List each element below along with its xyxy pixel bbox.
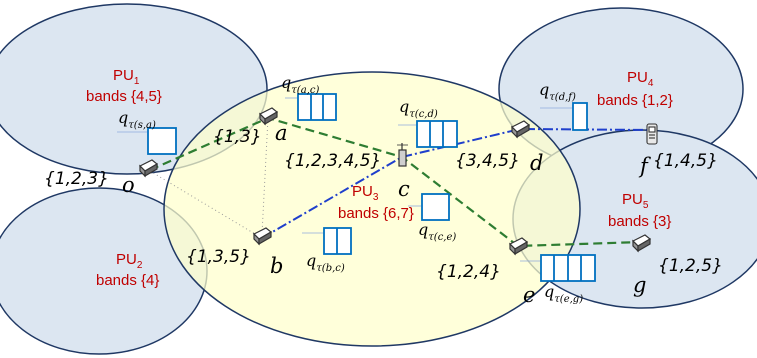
link-a-b — [261, 117, 269, 235]
pu5-label: PU5 bands {3} — [608, 191, 671, 230]
queue-ac-box — [285, 93, 337, 121]
queue-sa-label: qτ(s,a) — [118, 108, 156, 131]
svg-text:PU5: PU5 — [622, 191, 649, 211]
queue-cd-label: qτ(c,d) — [399, 97, 438, 120]
node-g-bands: {1,2,5} — [658, 256, 723, 276]
node-f-label: f — [638, 154, 651, 178]
pu2-label: PU2 bands {4} — [96, 251, 159, 289]
node-e-label: e — [523, 283, 535, 307]
queue-ac-label: qτ(a,c) — [281, 73, 319, 96]
node-g-label: g — [633, 273, 646, 297]
svg-text:PU3: PU3 — [352, 183, 379, 203]
pu4-label: PU4 bands {1,2} — [597, 69, 673, 109]
link-o-b — [149, 170, 261, 238]
phone-icon — [646, 123, 658, 145]
node-o-label: o — [122, 173, 135, 197]
node-c-label: c — [398, 177, 410, 201]
node-d-label: d — [530, 151, 543, 175]
pu1-label: PU1 bands {4,5} — [86, 67, 162, 105]
svg-text:bands {3}: bands {3} — [608, 213, 671, 230]
svg-text:bands {4}: bands {4} — [96, 272, 159, 289]
antenna-icon — [397, 143, 408, 167]
node-a-bands: {1,3} — [213, 127, 262, 147]
svg-text:bands {1,2}: bands {1,2} — [597, 92, 673, 109]
node-c-bands: {1,2,3,4,5} — [284, 151, 381, 171]
svg-text:PU4: PU4 — [627, 69, 654, 89]
node-e-bands: {1,2,4} — [436, 262, 501, 282]
queue-df-label: qτ(d,f) — [539, 80, 576, 103]
svg-text:PU1: PU1 — [113, 67, 140, 87]
queue-ce-label: qτ(c,e) — [418, 220, 456, 243]
node-b-bands: {1,3,5} — [186, 247, 251, 267]
queue-sa-box — [117, 127, 177, 155]
node-d-bands: {3,4,5} — [455, 151, 520, 171]
node-o-bands: {1,2,3} — [44, 169, 109, 189]
pu3-label: PU3 bands {6,7} — [338, 183, 414, 222]
queue-bc-label: qτ(b,c) — [306, 251, 345, 274]
node-b-label: b — [270, 254, 283, 278]
node-a-label: a — [275, 121, 288, 145]
svg-text:bands {4,5}: bands {4,5} — [86, 88, 162, 105]
node-f-bands: {1,4,5} — [653, 151, 718, 171]
queue-ce-box — [408, 193, 450, 221]
queue-eg-box — [520, 254, 596, 282]
queue-df-box — [540, 102, 588, 131]
queue-cd-box — [398, 120, 458, 148]
svg-text:PU2: PU2 — [116, 251, 143, 271]
queue-bc-box — [302, 227, 352, 255]
pu3-region — [163, 71, 581, 347]
svg-text:bands {6,7}: bands {6,7} — [338, 205, 414, 222]
queue-eg-label: qτ(e,g) — [544, 282, 583, 305]
